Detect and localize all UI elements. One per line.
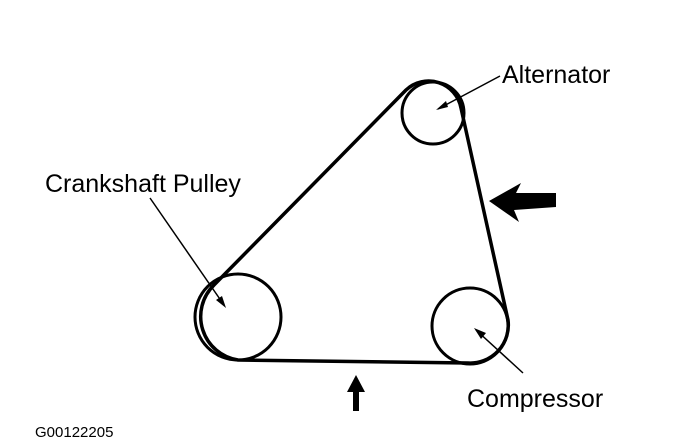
alternator-leader bbox=[436, 75, 501, 110]
crankshaft-pulley-label: Crankshaft Pulley bbox=[45, 170, 241, 198]
figure-code: G00122205 bbox=[35, 424, 113, 439]
alternator-label: Alternator bbox=[502, 61, 610, 89]
alternator-pulley bbox=[400, 80, 466, 146]
compressor-leader bbox=[474, 328, 524, 374]
compressor-pulley bbox=[430, 286, 510, 366]
compressor-label: Compressor bbox=[467, 385, 603, 413]
crankshaft-leader bbox=[149, 197, 226, 308]
arrow-left-icon bbox=[489, 183, 556, 222]
arrow-up-icon bbox=[347, 375, 365, 411]
crankshaft-pulley bbox=[193, 272, 283, 362]
